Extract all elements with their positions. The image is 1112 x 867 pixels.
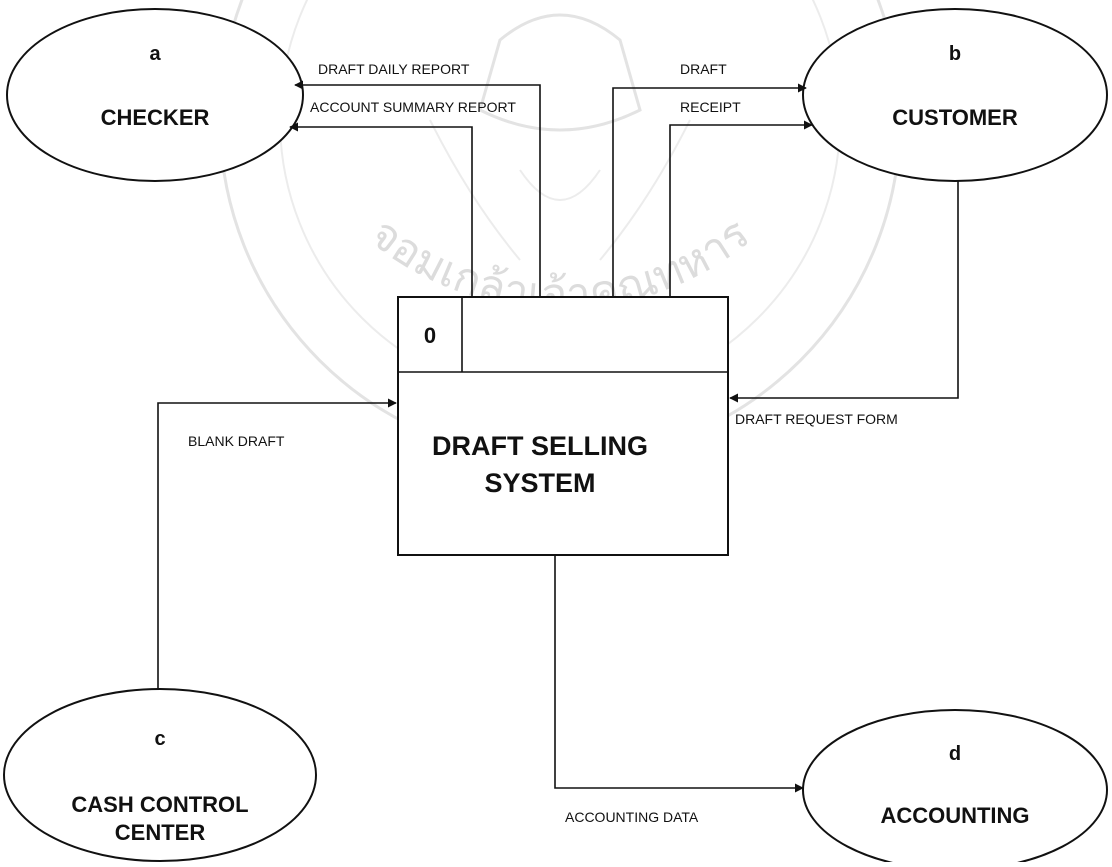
- checker-name: CHECKER: [101, 105, 210, 130]
- flow-draft-label: DRAFT: [680, 61, 727, 77]
- accounting-ellipse: [802, 709, 1108, 867]
- checker-letter: a: [149, 43, 161, 65]
- cash-control-ellipse: [3, 688, 317, 862]
- flow-draft-daily-report-label: DRAFT DAILY REPORT: [318, 61, 470, 77]
- flow-receipt-line: [669, 120, 813, 297]
- flow-account-summary-report[interactable]: ACCOUNT SUMMARY REPORT: [289, 99, 516, 297]
- entity-cash-control-center[interactable]: c CASH CONTROL CENTER: [3, 688, 317, 862]
- flow-draft[interactable]: DRAFT: [612, 61, 807, 297]
- flow-account-summary-report-label: ACCOUNT SUMMARY REPORT: [310, 99, 516, 115]
- process-draft-selling-system[interactable]: 0 DRAFT SELLING SYSTEM: [397, 296, 729, 556]
- flow-draft-line: [612, 83, 807, 297]
- cash-control-letter: c: [154, 728, 165, 750]
- entity-customer[interactable]: b CUSTOMER: [802, 8, 1108, 182]
- customer-ellipse: [802, 8, 1108, 182]
- entity-checker[interactable]: a CHECKER: [6, 8, 304, 182]
- flow-blank-draft-label: BLANK DRAFT: [188, 433, 285, 449]
- process-id: 0: [424, 323, 436, 348]
- process-title-line2: SYSTEM: [484, 468, 595, 498]
- flow-account-summary-report-line: [289, 122, 473, 297]
- entity-accounting[interactable]: d ACCOUNTING: [802, 709, 1108, 867]
- flow-draft-daily-report[interactable]: DRAFT DAILY REPORT: [294, 61, 541, 297]
- flow-draft-request-form-line: [729, 181, 959, 403]
- flow-accounting-data[interactable]: ACCOUNTING DATA: [554, 555, 804, 825]
- flow-draft-daily-report-line: [294, 80, 541, 297]
- flow-blank-draft[interactable]: BLANK DRAFT: [157, 398, 397, 690]
- flow-receipt[interactable]: RECEIPT: [669, 99, 813, 297]
- flow-receipt-label: RECEIPT: [680, 99, 741, 115]
- checker-ellipse: [6, 8, 304, 182]
- customer-name: CUSTOMER: [892, 105, 1018, 130]
- flow-accounting-data-line: [554, 555, 804, 793]
- process-box: [397, 296, 729, 556]
- flow-accounting-data-label: ACCOUNTING DATA: [565, 809, 699, 825]
- accounting-name: ACCOUNTING: [880, 803, 1029, 828]
- cash-control-name-line2: CENTER: [115, 820, 206, 845]
- process-title-line1: DRAFT SELLING: [432, 431, 648, 461]
- flow-draft-request-form-label: DRAFT REQUEST FORM: [735, 411, 898, 427]
- flow-draft-request-form[interactable]: DRAFT REQUEST FORM: [729, 181, 959, 427]
- customer-letter: b: [949, 43, 961, 65]
- flow-blank-draft-line: [157, 398, 397, 690]
- accounting-letter: d: [949, 743, 961, 765]
- cash-control-name-line1: CASH CONTROL: [71, 792, 248, 817]
